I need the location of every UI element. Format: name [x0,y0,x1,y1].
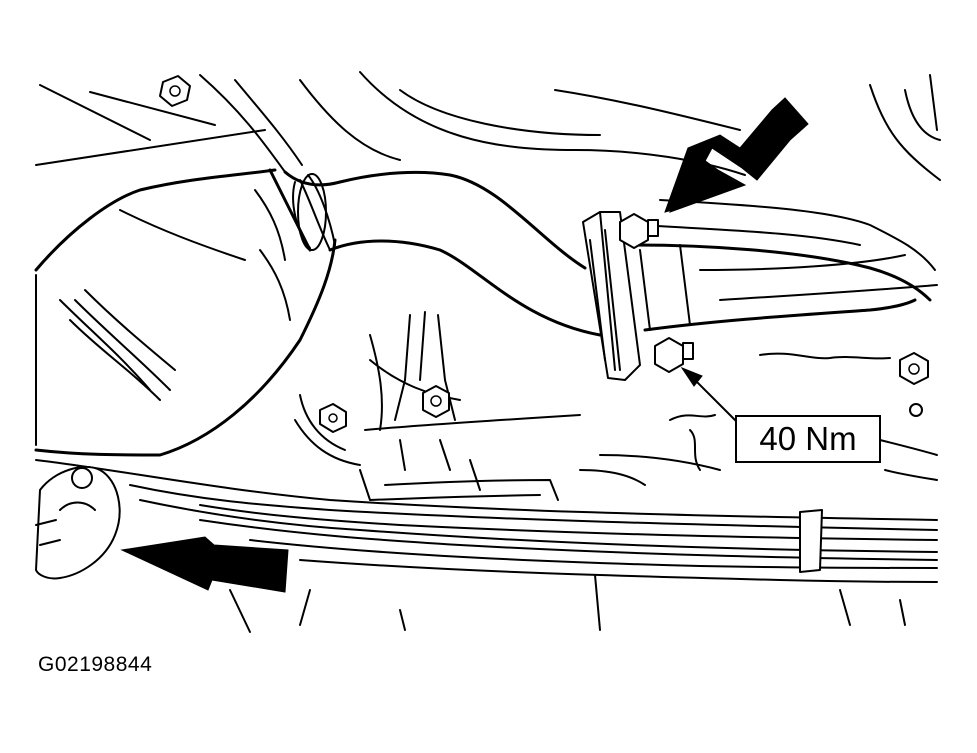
body-nut-small-right [909,403,923,417]
arrow-lower-left [120,536,289,593]
body-nut-right [899,352,929,385]
torque-spec-label: 40 Nm [735,415,881,463]
flange-bolt-lower [654,337,694,373]
body-contour-right [669,352,938,481]
hanger-bolt [422,385,450,418]
arrow-upper-right [664,97,809,213]
figure-id-label: G02198844 [38,653,153,676]
left-mount-bracket [294,394,361,466]
exhaust-pipe [268,168,602,337]
exhaust-flange [582,211,641,381]
cross-member [359,439,721,501]
pipe-hanger-bracket [364,311,581,431]
lower-left-mount [35,465,121,580]
rear-pipe [633,243,932,332]
flange-bolt-upper [619,213,659,249]
underbody-outlines [35,71,941,301]
catalytic-converter [34,168,337,457]
rail-clip [799,509,823,573]
body-nut-top-left [159,75,191,107]
